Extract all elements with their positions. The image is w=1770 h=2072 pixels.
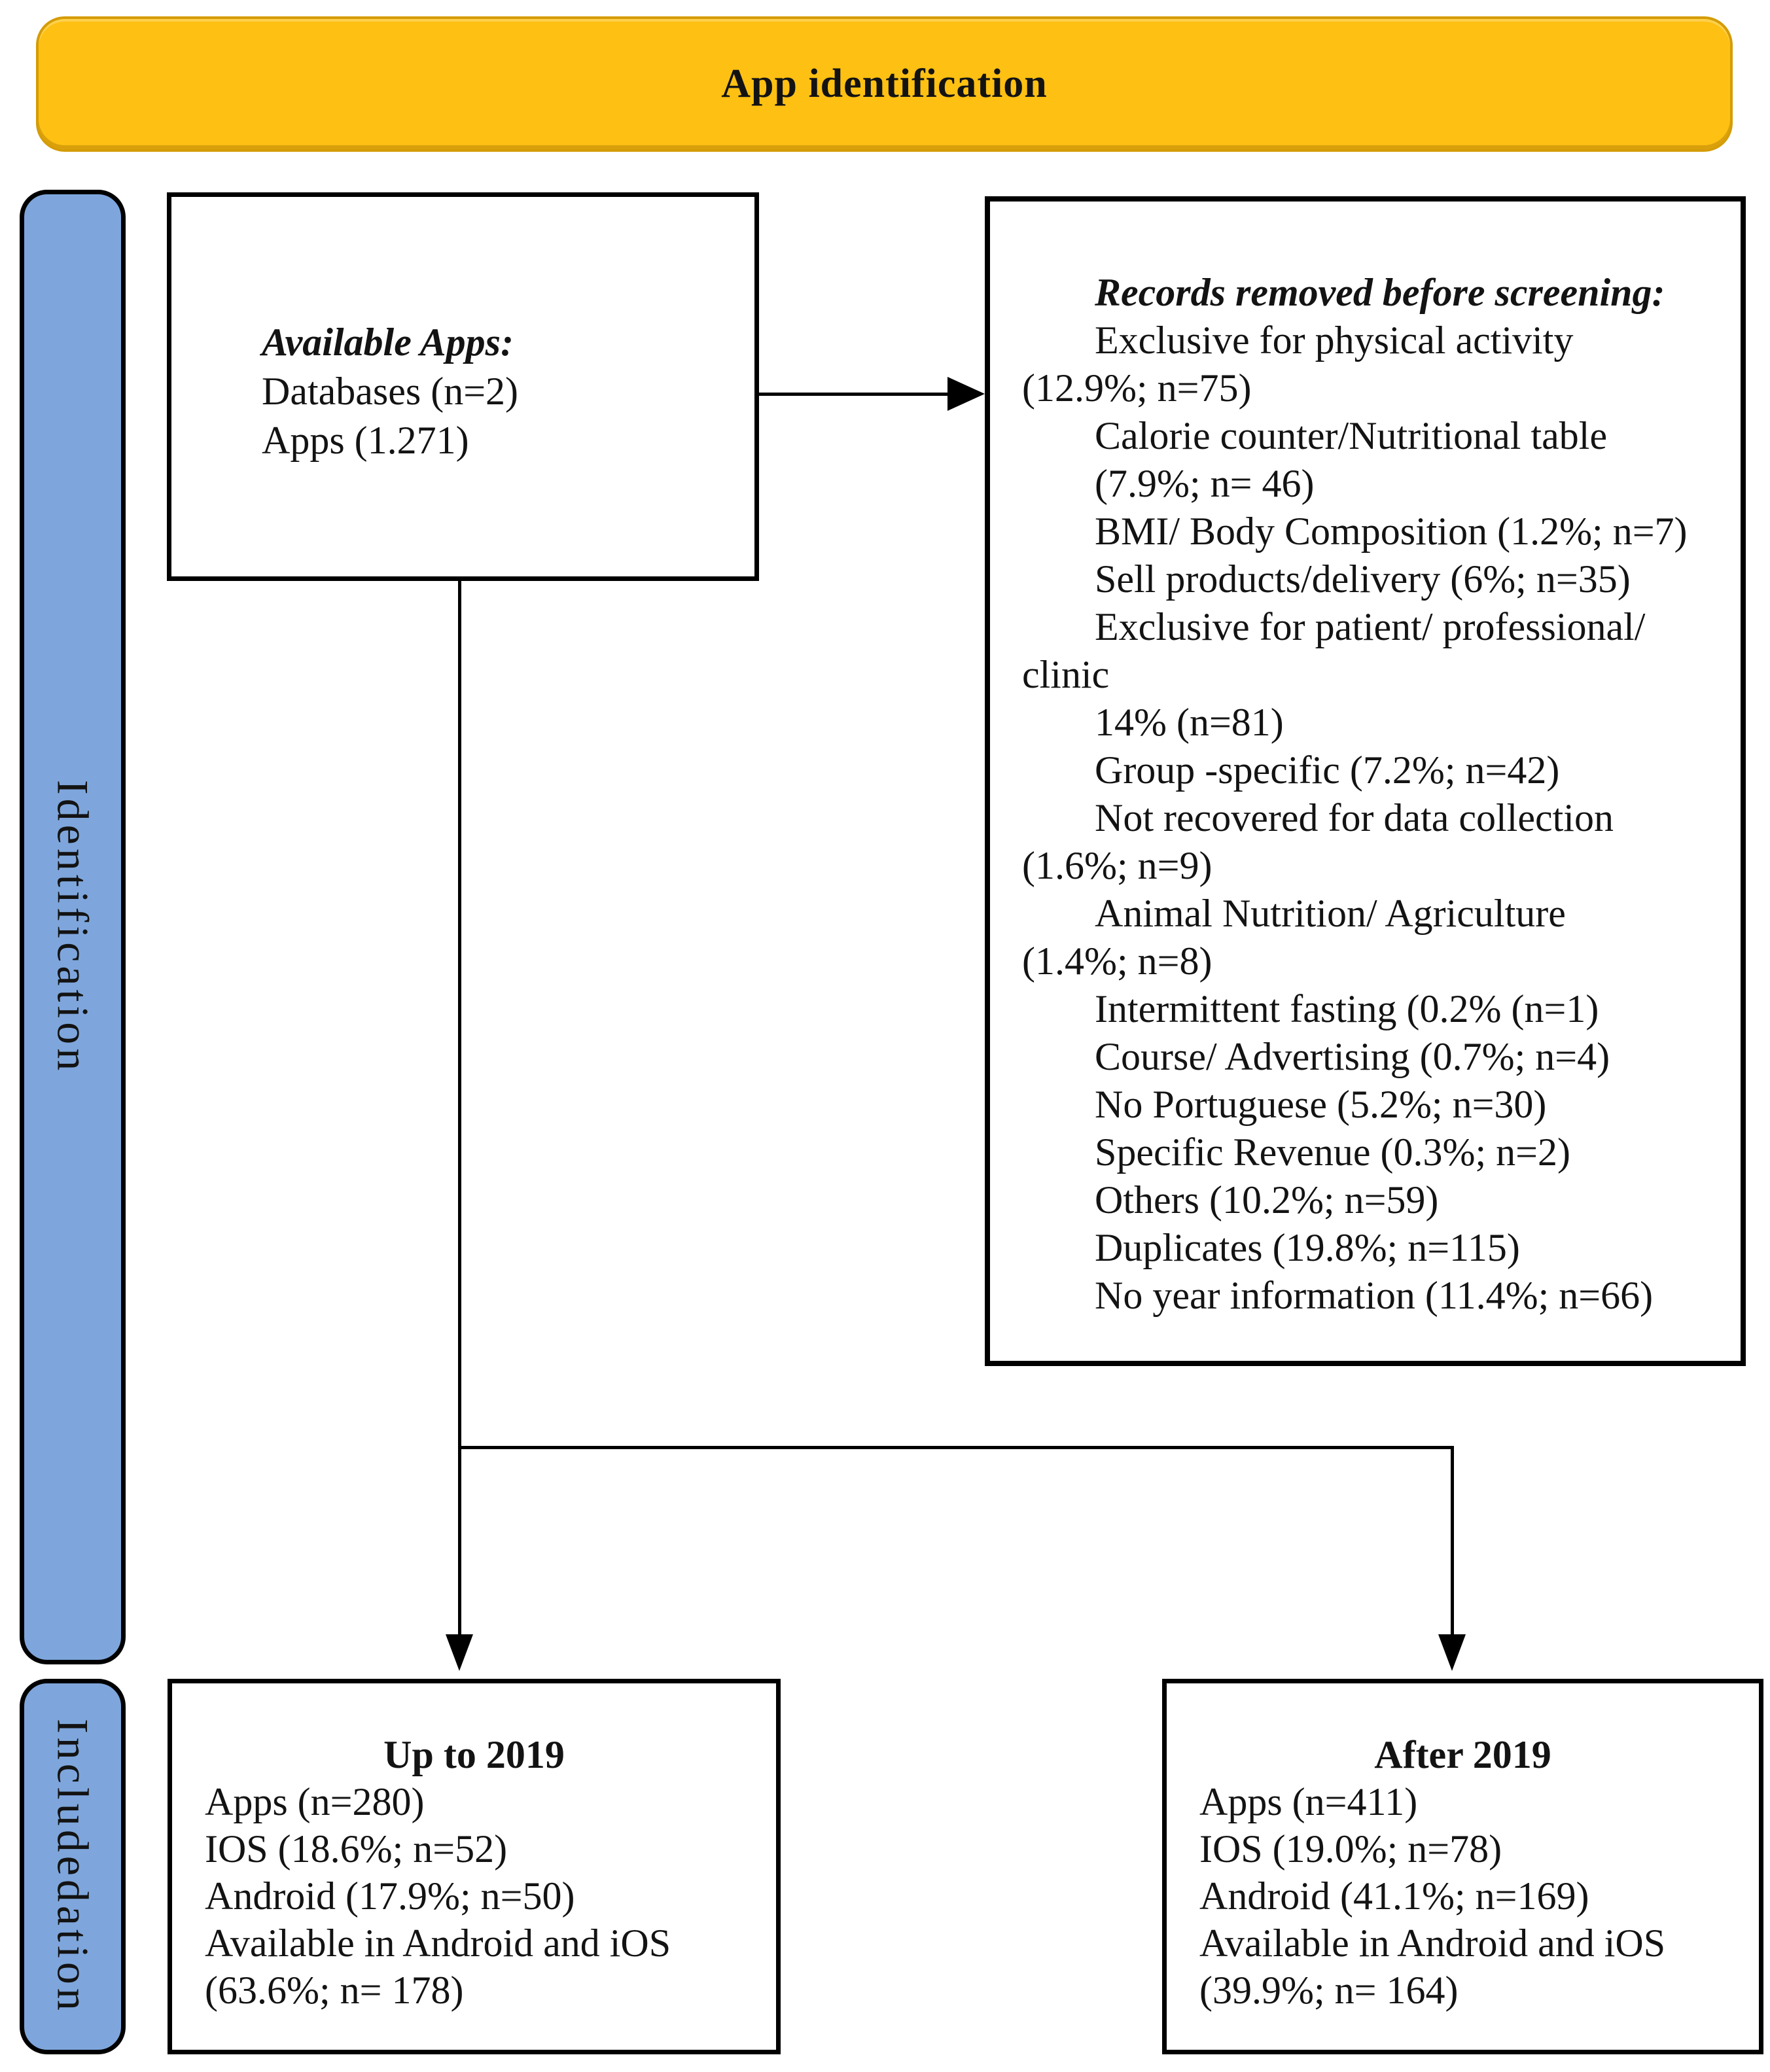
records-removed-line: (12.9%; n=75)	[1022, 366, 1252, 410]
after-2019-box: After 2019 Apps (n=411)IOS (19.0%; n=78)…	[1162, 1679, 1763, 2054]
stage-inclusion-label: Includedation	[48, 1719, 98, 2014]
records-removed-line: Group -specific (7.2%; n=42)	[1095, 748, 1560, 792]
after-2019-line: (39.9%; n= 164)	[1199, 1969, 1459, 2012]
records-removed-line: BMI/ Body Composition (1.2%; n=7)	[1095, 510, 1688, 553]
records-removed-line: Others (10.2%; n=59)	[1095, 1178, 1439, 1221]
records-removed-line: clinic	[1022, 653, 1110, 696]
connector-available-to-records	[759, 393, 949, 396]
arrowhead-down-left-icon	[446, 1634, 473, 1671]
records-removed-line: Specific Revenue (0.3%; n=2)	[1095, 1131, 1570, 1174]
records-removed-line: Not recovered for data collection	[1095, 796, 1614, 839]
connector-vertical-left	[458, 581, 461, 1639]
records-removed-line: Sell products/delivery (6%; n=35)	[1095, 557, 1631, 601]
records-removed-line: (1.6%; n=9)	[1022, 844, 1212, 887]
stage-inclusion: Includedation	[20, 1679, 126, 2054]
records-removed-line: No Portuguese (5.2%; n=30)	[1095, 1083, 1547, 1126]
records-removed-line: Intermittent fasting (0.2% (n=1)	[1095, 987, 1599, 1030]
up-to-2019-line: (63.6%; n= 178)	[205, 1969, 464, 2012]
available-apps-box: Available Apps: Databases (n=2) Apps (1.2…	[167, 192, 759, 581]
records-removed-line: Calorie counter/Nutritional table	[1095, 414, 1608, 457]
up-to-2019-heading: Up to 2019	[383, 1733, 565, 1776]
records-removed-line: Course/ Advertising (0.7%; n=4)	[1095, 1035, 1610, 1078]
connector-vertical-right	[1451, 1446, 1454, 1639]
records-removed-line: (7.9%; n= 46)	[1095, 462, 1315, 505]
records-removed-line: Duplicates (19.8%; n=115)	[1095, 1226, 1520, 1269]
banner-app-identification: App identification	[36, 16, 1733, 152]
records-removed-box: Records removed before screening: Exclus…	[985, 196, 1746, 1366]
up-to-2019-lines: Apps (n=280)IOS (18.6%; n=52)Android (17…	[205, 1778, 776, 2014]
after-2019-heading: After 2019	[1374, 1733, 1551, 1776]
up-to-2019-line: Available in Android and iOS	[205, 1922, 671, 1965]
available-apps-heading: Available Apps:	[262, 321, 514, 364]
stage-identification-label: Identification	[48, 779, 98, 1075]
after-2019-line: Android (41.1%; n=169)	[1199, 1874, 1589, 1918]
records-removed-lines: Exclusive for physical activity(12.9%; n…	[1022, 317, 1741, 1320]
records-removed-heading: Records removed before screening:	[1095, 271, 1665, 314]
records-removed-line: No year information (11.4%; n=66)	[1095, 1274, 1654, 1317]
after-2019-line: Available in Android and iOS	[1199, 1922, 1666, 1965]
up-to-2019-line: IOS (18.6%; n=52)	[205, 1827, 508, 1870]
arrowhead-down-right-icon	[1438, 1634, 1466, 1671]
available-apps-line: Apps (1.271)	[262, 419, 469, 462]
records-removed-line: Exclusive for patient/ professional/	[1095, 605, 1646, 648]
banner-title: App identification	[721, 61, 1048, 106]
up-to-2019-line: Apps (n=280)	[205, 1780, 425, 1823]
connector-horizontal-split	[458, 1446, 1454, 1449]
available-apps-line: Databases (n=2)	[262, 370, 519, 413]
stage-identification: Identification	[20, 190, 126, 1664]
records-removed-line: Exclusive for physical activity	[1095, 319, 1574, 362]
arrowhead-right-icon	[947, 377, 985, 411]
available-apps-lines: Databases (n=2) Apps (1.271)	[262, 367, 754, 465]
records-removed-line: (1.4%; n=8)	[1022, 939, 1212, 983]
records-removed-line: Animal Nutrition/ Agriculture	[1095, 892, 1566, 935]
after-2019-lines: Apps (n=411)IOS (19.0%; n=78)Android (41…	[1199, 1778, 1759, 2014]
up-to-2019-line: Android (17.9%; n=50)	[205, 1874, 575, 1918]
after-2019-line: Apps (n=411)	[1199, 1780, 1418, 1823]
records-removed-line: 14% (n=81)	[1095, 701, 1284, 744]
up-to-2019-box: Up to 2019 Apps (n=280)IOS (18.6%; n=52)…	[168, 1679, 781, 2054]
after-2019-line: IOS (19.0%; n=78)	[1199, 1827, 1502, 1870]
